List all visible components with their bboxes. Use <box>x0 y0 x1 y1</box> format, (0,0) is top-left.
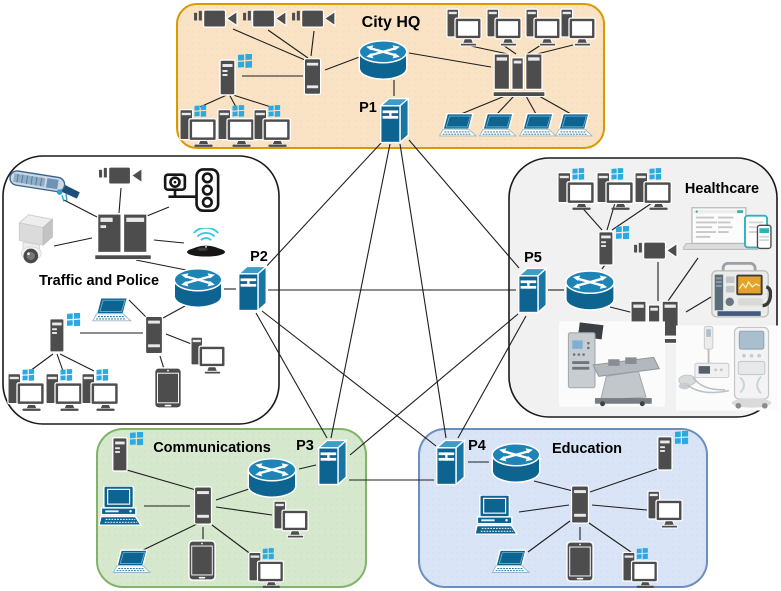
pop-label-p2: P2 <box>250 249 268 265</box>
lan-link <box>298 464 317 470</box>
zone-label-city-hq: City HQ <box>362 14 421 31</box>
router-city-hq-icon <box>358 39 408 81</box>
backbone-link-p4-p5 <box>457 315 527 439</box>
lan-link <box>310 30 315 57</box>
tablet-icon <box>153 367 183 409</box>
lan-link <box>59 353 95 372</box>
router-communications-icon <box>247 457 297 499</box>
zone-label-communications: Communications <box>153 440 271 456</box>
lan-link <box>56 353 64 372</box>
pop-label-p4: P4 <box>468 438 486 454</box>
lan-link <box>591 504 648 511</box>
lan-link <box>165 333 195 346</box>
pop-server-p5-icon <box>518 267 547 314</box>
zone-texture-communications <box>97 429 366 587</box>
lan-link <box>267 29 309 59</box>
lan-link <box>153 239 185 244</box>
lan-link <box>215 506 273 516</box>
lan-link <box>496 95 515 115</box>
pop-server-p2-icon <box>238 265 267 312</box>
lan-link <box>228 93 237 108</box>
ct-scanner-icon <box>559 321 665 407</box>
tablet-icon <box>566 541 594 582</box>
lan-link <box>118 187 122 214</box>
lan-link <box>533 480 574 492</box>
lan-link <box>229 93 272 108</box>
lan-link <box>502 44 517 55</box>
pop-label-p5: P5 <box>524 250 542 266</box>
lan-server-icon <box>193 486 213 525</box>
backbone-link-p2-p3 <box>255 312 328 439</box>
labels: City HQ Traffic and Police Healthcare Co… <box>39 14 759 457</box>
lan-server-icon <box>144 315 164 355</box>
zone-label-healthcare: Healthcare <box>685 181 759 197</box>
lan-link <box>588 522 632 553</box>
lan-server-icon <box>570 485 590 524</box>
pop-label-p1: P1 <box>359 100 377 116</box>
backbone-link-p1-p3 <box>330 143 391 439</box>
router-education-icon <box>491 442 541 484</box>
lan-link <box>135 259 187 271</box>
lan-link <box>63 199 100 219</box>
backbone-link-p1-p5 <box>408 139 520 269</box>
lan-link <box>460 95 506 115</box>
lan-link <box>408 52 492 68</box>
lan-link <box>215 488 250 501</box>
lan-link <box>159 355 165 370</box>
tablet-icon <box>188 540 216 581</box>
server-rack-icon <box>94 213 152 260</box>
backbone-link-p2-p4 <box>261 310 437 447</box>
zone-label-education: Education <box>552 441 622 457</box>
backbone-link-p1-p4 <box>399 143 447 439</box>
backbone-link-p3-p5 <box>349 313 519 456</box>
lan-link <box>518 504 570 513</box>
camera-server-icon <box>303 58 322 95</box>
pop-server-p4-icon <box>436 439 465 486</box>
lan-links <box>29 28 712 556</box>
router-traffic-police-icon <box>173 267 223 309</box>
lan-link <box>609 306 635 314</box>
lan-link <box>232 28 306 61</box>
lan-link <box>589 468 658 493</box>
pop-server-p3-icon <box>318 439 347 486</box>
lan-link <box>527 520 571 553</box>
lan-link <box>128 299 147 318</box>
lan-link <box>199 93 230 108</box>
lan-link <box>126 469 197 491</box>
lan-link <box>538 95 572 115</box>
pop-server-p1-icon <box>380 97 409 144</box>
lan-link <box>685 296 712 313</box>
lan-link <box>536 44 574 55</box>
lan-link <box>140 523 198 552</box>
lan-link <box>29 353 54 372</box>
lan-link <box>211 524 253 556</box>
router-healthcare-icon <box>564 269 616 312</box>
lan-link <box>526 44 542 55</box>
lan-link <box>465 44 509 55</box>
zone-label-traffic-and-police: Traffic and Police <box>39 273 159 289</box>
backbone-link-p1-p2 <box>263 141 383 270</box>
patient-monitor-defibrillator-icon <box>710 262 772 319</box>
lan-link <box>667 257 699 302</box>
backbone-links <box>255 139 527 481</box>
zone-texture-education <box>419 429 707 587</box>
lan-link <box>611 202 653 231</box>
lan-link <box>53 237 93 247</box>
lan-link <box>525 95 537 115</box>
dialysis-machine-icon <box>676 325 778 411</box>
lan-link <box>606 202 616 231</box>
pop-label-p3: P3 <box>296 438 314 454</box>
lan-link <box>162 305 186 319</box>
